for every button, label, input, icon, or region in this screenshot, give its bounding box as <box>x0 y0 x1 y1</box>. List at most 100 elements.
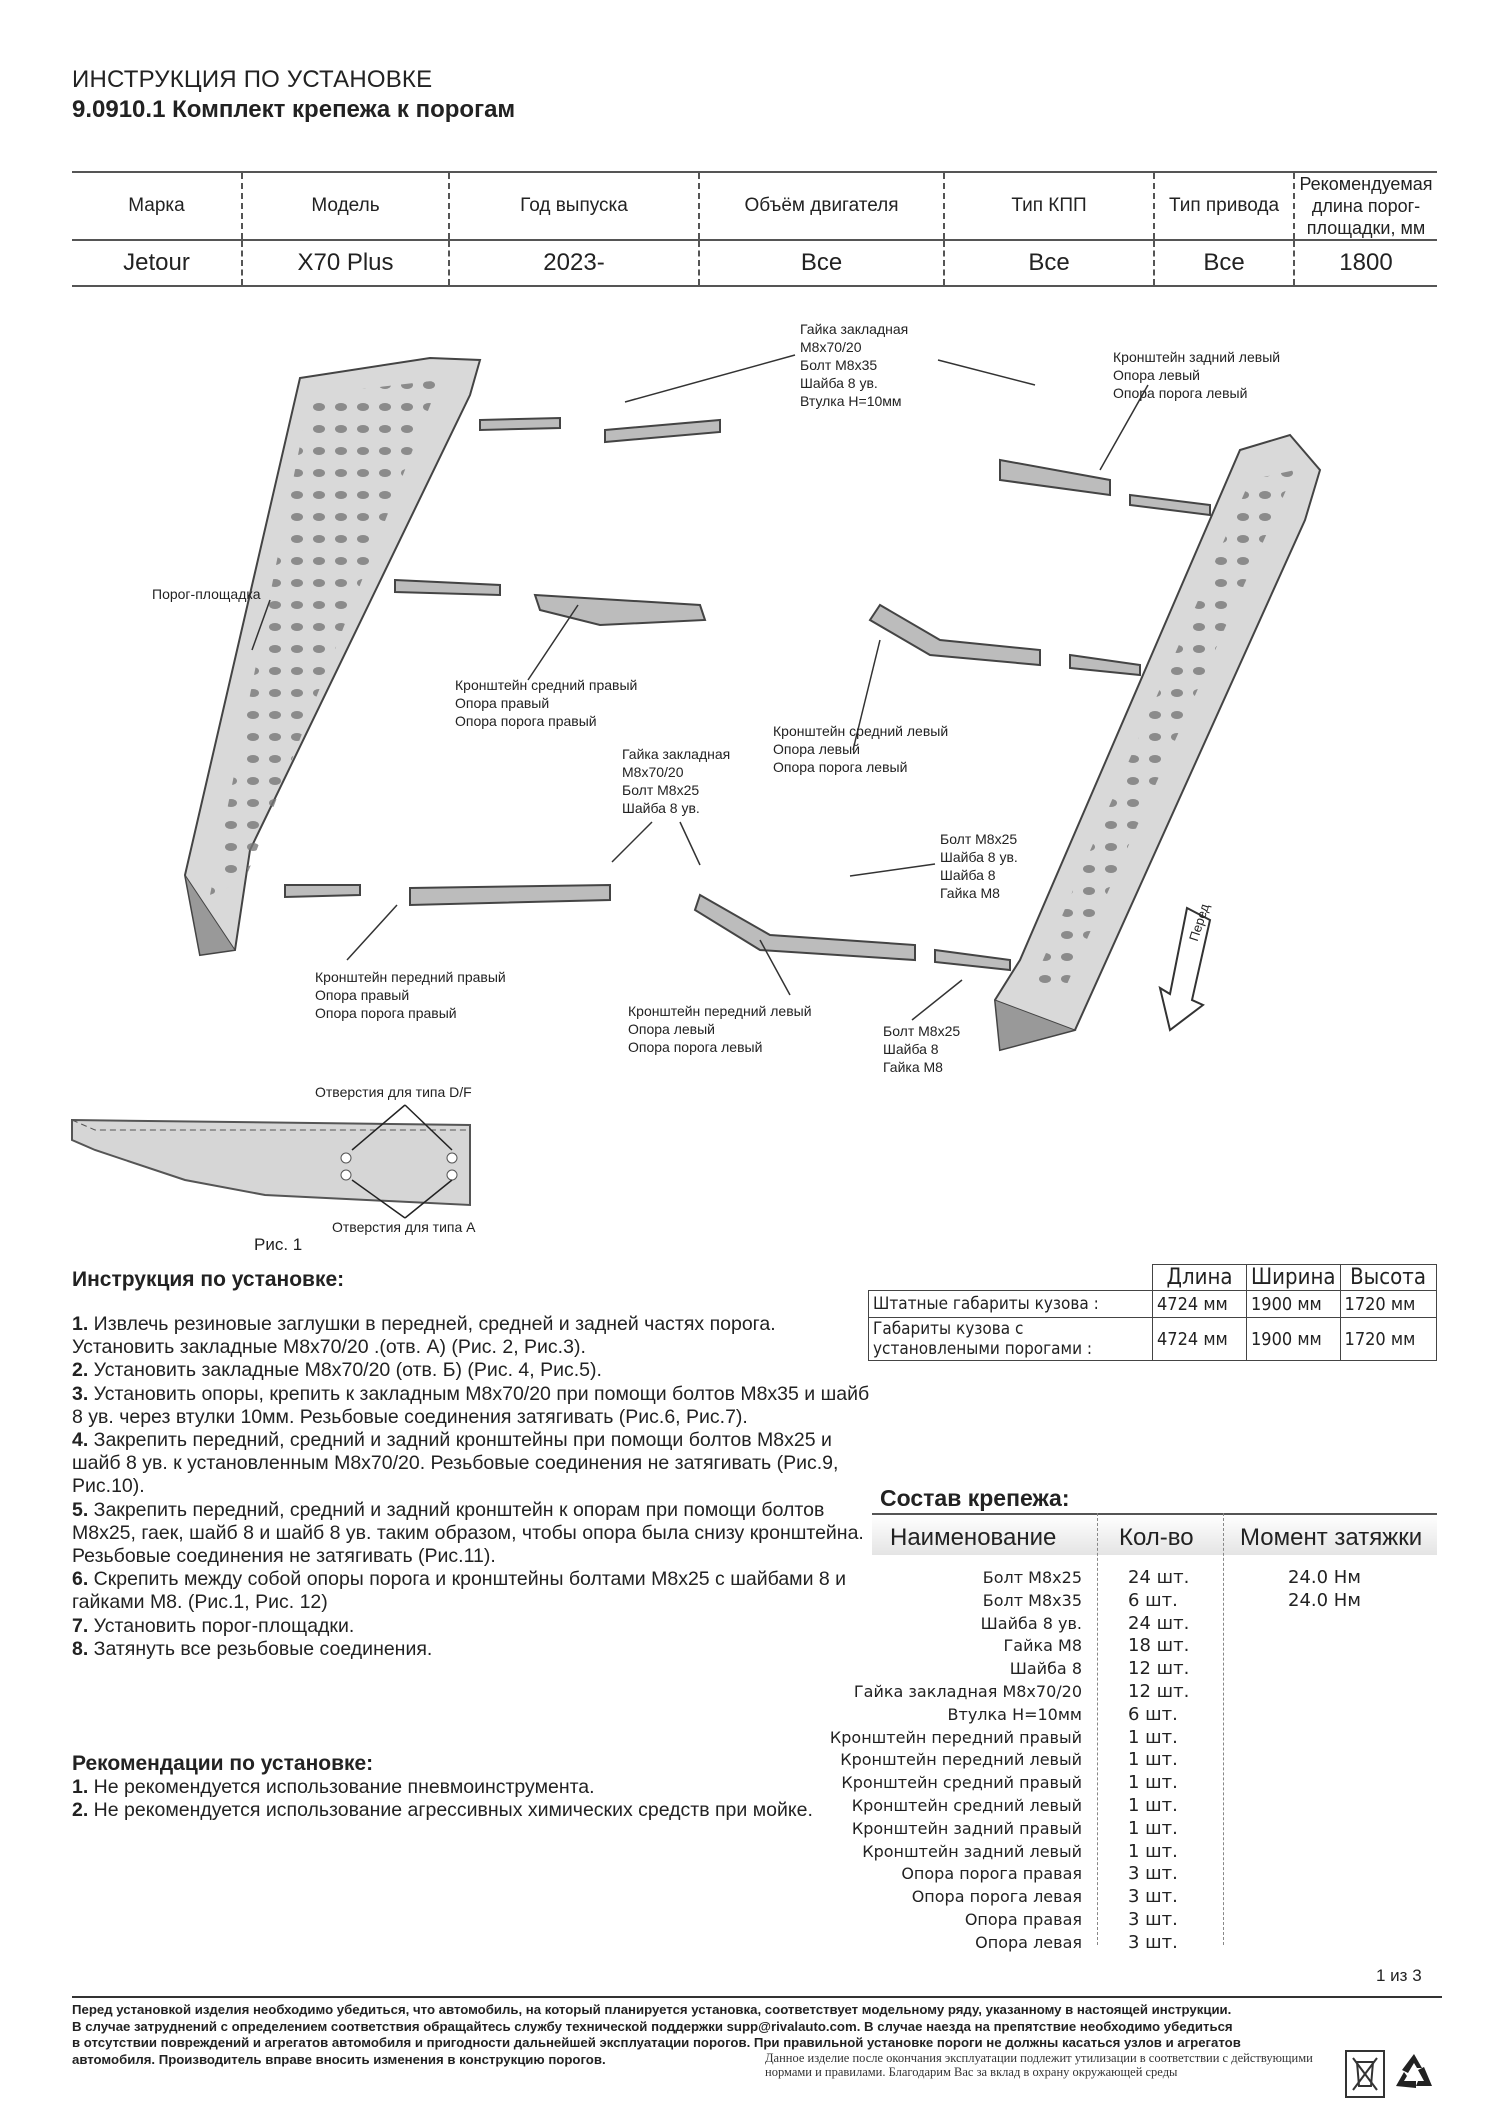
instruction-step: 1. Извлечь резиновые заглушки в передней… <box>72 1313 776 1359</box>
composition-item-qty: 6 шт. <box>1128 1704 1178 1725</box>
spec-header: Год выпуска <box>448 171 699 241</box>
kit-title: 9.0910.1 Комплект крепежа к порогам <box>72 96 516 123</box>
composition-item-name: Кронштейн передний левый <box>840 1750 1082 1769</box>
composition-item-qty: 1 шт. <box>1128 1772 1178 1793</box>
instruction-step: 6. Скрепить между собой опоры порога и к… <box>72 1568 847 1614</box>
dims-label: Габариты кузова с установлеными порогами… <box>868 1317 1153 1361</box>
composition-header-torque: Момент затяжки <box>1240 1524 1423 1551</box>
spec-header: Рекомендуемая длина порог-площадки, мм <box>1293 171 1437 241</box>
dims-header: Высота <box>1339 1264 1437 1291</box>
composition-item-qty: 18 шт. <box>1128 1635 1190 1656</box>
weee-bin-icon <box>1345 2050 1385 2098</box>
spec-header: Модель <box>241 171 449 241</box>
spec-header: Марка <box>72 171 242 241</box>
composition-item-name: Шайба 8 ув. <box>980 1614 1082 1633</box>
composition-item-qty: 3 шт. <box>1128 1909 1178 1930</box>
composition-item-qty: 1 шт. <box>1128 1841 1178 1862</box>
doc-title: ИНСТРУКЦИЯ ПО УСТАНОВКЕ <box>72 66 433 93</box>
spec-value: Jetour <box>72 239 242 287</box>
composition-item-qty: 3 шт. <box>1128 1932 1178 1953</box>
dims-label: Штатные габариты кузова : <box>868 1290 1153 1318</box>
assembly-diagram <box>71 354 1322 1219</box>
label-front-left: Кронштейн передний левый Опора левый Опо… <box>628 1003 812 1055</box>
composition-item-name: Опора правая <box>964 1910 1082 1929</box>
spec-value: 2023- <box>448 239 699 287</box>
composition-item-name: Гайка закладная М8х70/20 <box>853 1682 1082 1701</box>
dims-value: 1720 мм <box>1339 1317 1437 1361</box>
figure-caption: Рис. 1 <box>254 1235 303 1254</box>
spec-value: Все <box>698 239 944 287</box>
composition-header: Наименование Кол-во Момент затяжки <box>872 1513 1437 1555</box>
label-mid-left: Кронштейн средний левый Опора левый Опор… <box>773 723 949 775</box>
dims-value: 1900 мм <box>1246 1317 1341 1361</box>
composition-item-name: Кронштейн задний левый <box>862 1842 1082 1861</box>
hole-detail-figure <box>71 1104 471 1219</box>
composition-item-qty: 1 шт. <box>1128 1818 1178 1839</box>
bracket-front-left <box>693 893 1011 972</box>
recommendation-item: 1. Не рекомендуется использование пневмо… <box>72 1776 595 1798</box>
spec-value: 1800 <box>1293 239 1437 287</box>
label-mid-right: Кронштейн средний правый Опора правый Оп… <box>455 677 638 729</box>
dims-row: Габариты кузова с установлеными порогами… <box>868 1317 1437 1361</box>
composition-item-torque: 24.0 Нм <box>1288 1567 1361 1588</box>
spec-header: Тип КПП <box>943 171 1154 241</box>
label-nut-mid: Гайка закладная М8х70/20 Болт М8х25 Шайб… <box>622 746 731 816</box>
dims-header-row: Длина Ширина Высота <box>869 1264 1437 1291</box>
instruction-step: 7. Установить порог-площадки. <box>72 1614 355 1637</box>
bracket-mid-left <box>868 603 1141 677</box>
column-divider <box>1223 1513 1224 1945</box>
instruction-step: 8. Затянуть все резьбовые соединения. <box>72 1637 433 1660</box>
label-step: Порог-площадка <box>152 586 261 602</box>
composition-item-qty: 12 шт. <box>1128 1681 1190 1702</box>
label-front-right: Кронштейн передний правый Опора правый О… <box>315 969 506 1021</box>
right-running-board <box>993 433 1322 1052</box>
dims-value: 1720 мм <box>1339 1290 1437 1318</box>
recommendations-list: 1. Не рекомендуется использование пневмо… <box>72 1776 852 1822</box>
composition-item-qty: 12 шт. <box>1128 1658 1190 1679</box>
recommendation-item: 2. Не рекомендуется использование агресс… <box>72 1799 813 1822</box>
composition-item-qty: 24 шт. <box>1128 1567 1190 1588</box>
composition-item-qty: 1 шт. <box>1128 1795 1178 1816</box>
composition-item-name: Болт М8х35 <box>982 1591 1082 1610</box>
composition-item-name: Кронштейн задний правый <box>851 1819 1082 1838</box>
composition-header-name: Наименование <box>890 1524 1057 1551</box>
spec-header-row: Марка Модель Год выпуска Объём двигателя… <box>72 171 1437 241</box>
bracket-rear-right <box>479 416 721 444</box>
spec-value: X70 Plus <box>241 239 449 287</box>
dims-value: 4724 мм <box>1152 1317 1247 1361</box>
dimensions-table: Длина Ширина Высота Штатные габариты куз… <box>868 1264 1437 1361</box>
composition-item-qty: 24 шт. <box>1128 1613 1190 1634</box>
instruction-step: 2. Установить закладные М8х70/20 (отв. Б… <box>72 1359 602 1382</box>
composition-item-qty: 1 шт. <box>1128 1727 1178 1748</box>
instruction-step: 5. Закрепить передний, средний и задний … <box>72 1498 864 1568</box>
composition-item-name: Опора порога левая <box>911 1887 1082 1906</box>
composition-item-name: Опора порога правая <box>901 1864 1082 1883</box>
composition-item-name: Втулка Н=10мм <box>947 1705 1082 1724</box>
bracket-rear-left <box>999 458 1211 517</box>
composition-item-name: Кронштейн средний правый <box>841 1773 1082 1792</box>
composition-item-name: Опора левая <box>975 1933 1082 1952</box>
column-divider <box>1097 1513 1098 1945</box>
spec-header: Объём двигателя <box>698 171 944 241</box>
label-bolt-right: Болт М8х25 Шайба 8 ув. Шайба 8 Гайка М8 <box>940 831 1018 901</box>
recycle-icon <box>1396 2054 1432 2088</box>
dims-value: 4724 мм <box>1152 1290 1247 1318</box>
recommendations-title: Рекомендации по установке: <box>72 1752 374 1775</box>
vehicle-spec-table: Марка Модель Год выпуска Объём двигателя… <box>72 171 1437 287</box>
composition-item-name: Кронштейн передний правый <box>829 1728 1082 1747</box>
spec-header: Тип привода <box>1153 171 1294 241</box>
spec-value-row: Jetour X70 Plus 2023- Все Все Все 1800 <box>72 239 1437 287</box>
front-direction-arrow-icon <box>1158 906 1212 1032</box>
footer-disclaimer: Перед установкой изделия необходимо убед… <box>72 1996 1442 2068</box>
bracket-mid-right <box>394 578 707 627</box>
spec-value: Все <box>1153 239 1294 287</box>
spec-value: Все <box>943 239 1154 287</box>
composition-header-qty: Кол-во <box>1119 1524 1194 1551</box>
label-holes-a: Отверстия для типа А <box>332 1219 476 1235</box>
composition-item-qty: 3 шт. <box>1128 1863 1178 1884</box>
label-bolt-bottom: Болт М8х25 Шайба 8 Гайка М8 <box>883 1023 961 1075</box>
dims-header: Длина <box>1152 1264 1247 1291</box>
instruction-step: 4. Закрепить передний, средний и задний … <box>72 1429 839 1498</box>
page-number: 1 из 3 <box>1376 1966 1422 1985</box>
dims-header: Ширина <box>1246 1264 1341 1291</box>
